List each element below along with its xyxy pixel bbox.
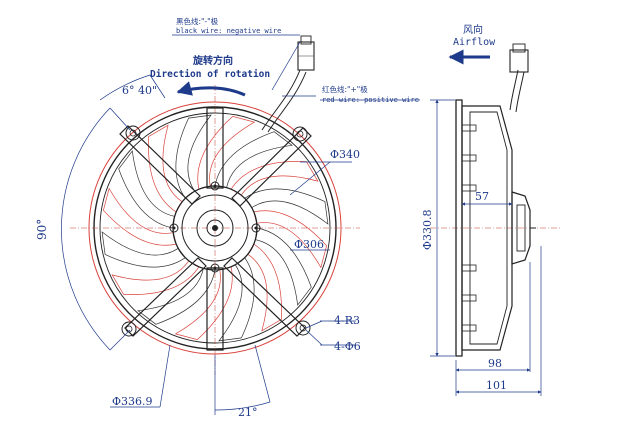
fan-blade [197,116,256,190]
fan-blade [244,188,329,225]
airflow-label-cn: 风向 [463,23,483,36]
fan-blade [148,124,183,213]
rotation-label-en: Direction of rotation [150,69,270,80]
black-wire-label-cn: 黑色线:"-"极 [176,16,219,26]
dim-57: 57 [475,190,489,203]
fan-blade [247,243,282,332]
dim-angle-21: 21° [238,406,258,419]
dim-d336-9: Φ336.9 [112,395,153,408]
dim-4d6: 4-Φ6 [334,340,361,353]
rotation-label-cn: 旋转方向 [192,54,233,67]
dim-4r3: 4-R3 [334,314,360,327]
fan-blade [255,227,312,306]
fan-blade [253,210,327,269]
dim-angle-640: 6° 40" [122,84,157,97]
mounting-tabs [121,125,311,337]
dim-d330-8: Φ330.8 [421,209,434,250]
wire-harness [261,35,315,133]
side-ribs [461,124,477,332]
fan-blade [230,161,319,196]
rotation-arrow-icon [176,81,246,97]
motor-hub [169,181,261,273]
fan-blade [103,187,177,246]
dim-98: 98 [488,357,502,370]
red-wire-label-en: red wire: positive wire [322,96,419,104]
fan-blade [214,131,293,188]
red-wire-label-cn: 红色线:"+"极 [322,84,368,94]
black-wire-label-en: black wire: negative wire [176,27,281,35]
fan-blade [137,268,216,325]
fan-blade [111,260,200,295]
dim-angle-90: 90° [35,219,49,240]
front-view [61,34,420,415]
dim-101: 101 [486,379,507,392]
dim-d340: Φ340 [330,148,360,161]
dim-d306: Φ306 [294,238,324,251]
fan-blade [118,150,175,229]
fan-blade [175,114,212,199]
side-view [430,43,560,396]
fan-blade [174,266,233,340]
fan-blade [218,257,255,342]
fan-blades [101,114,329,342]
fan-blade [101,231,186,268]
airflow-label-en: Airflow [453,37,496,48]
